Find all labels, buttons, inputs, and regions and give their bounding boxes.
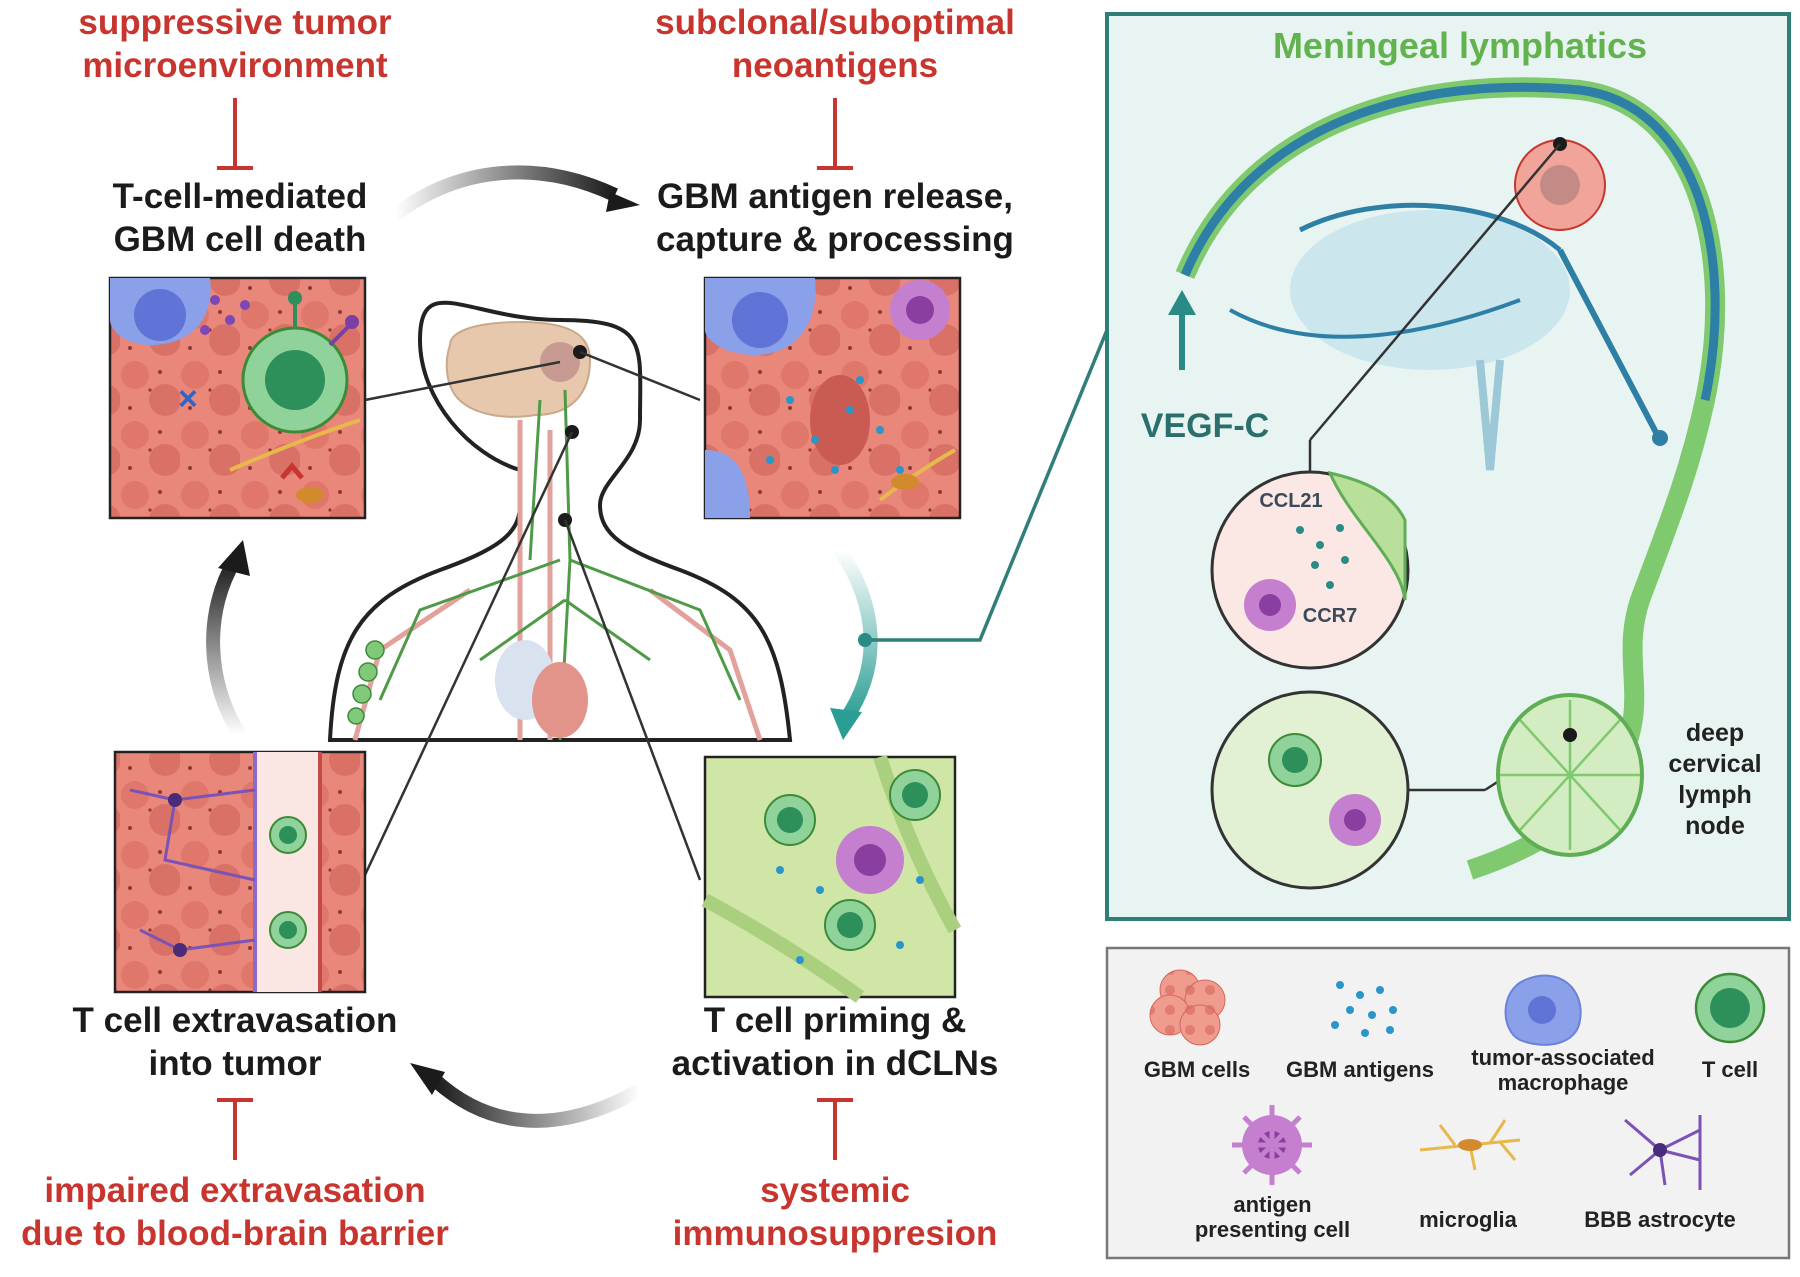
legend-label-bbb-astrocyte: BBB astrocyte — [1584, 1207, 1736, 1232]
legend-gbm-cells-icon — [1149, 969, 1226, 1046]
vegf-label: VEGF-C — [1141, 407, 1269, 445]
ccr7-label: CCR7 — [1303, 605, 1357, 627]
svg-text:node: node — [1685, 812, 1745, 840]
legend-label-microglia: microglia — [1419, 1207, 1517, 1232]
meningeal-lymphatics-panel — [858, 12, 1791, 921]
step-label-priming: T cell priming &activation in dCLNs — [671, 1001, 999, 1083]
legend-macrophage-icon — [1504, 974, 1582, 1046]
legend-label-gbm-antigens: GBM antigens — [1286, 1057, 1434, 1082]
panel-cell-death: × — [108, 276, 367, 520]
svg-text:cervical: cervical — [1668, 750, 1761, 778]
lymphatics-title: Meningeal lymphatics — [1273, 25, 1647, 66]
step-label-antigen-release: GBM antigen release,capture & processing — [656, 177, 1014, 259]
human-body-silhouette — [327, 300, 793, 742]
connector-lines — [363, 350, 702, 881]
panel-priming — [701, 754, 962, 1003]
panel-extravasation — [113, 750, 367, 994]
legend-label-t-cell: T cell — [1701, 1057, 1759, 1082]
legend-gbm-antigens-icon — [1331, 981, 1397, 1037]
node-label: deep cervical lymph node — [1668, 719, 1761, 840]
panel-antigen-release — [703, 276, 962, 520]
svg-text:lymph: lymph — [1678, 781, 1752, 809]
svg-text:deep: deep — [1686, 719, 1744, 747]
legend-microglia-icon — [1419, 1119, 1521, 1171]
legend-label-gbm-cells: GBM cells — [1143, 1057, 1251, 1082]
ccl21-label: CCL21 — [1259, 490, 1322, 512]
inhibition-bars — [217, 98, 853, 1160]
legend-bbb-astrocyte-icon — [1624, 1115, 1702, 1190]
legend-antigen-presenting-cell-icon — [1232, 1105, 1312, 1185]
legend-t-cell-icon — [1694, 972, 1766, 1044]
legend-panel — [1105, 946, 1791, 1260]
legend-label-antigen-presenting-cell: antigen presenting cell — [1194, 1192, 1351, 1243]
legend-label-macrophage: tumor-associated macrophage — [1471, 1045, 1655, 1096]
svg-text:×: × — [178, 380, 198, 418]
